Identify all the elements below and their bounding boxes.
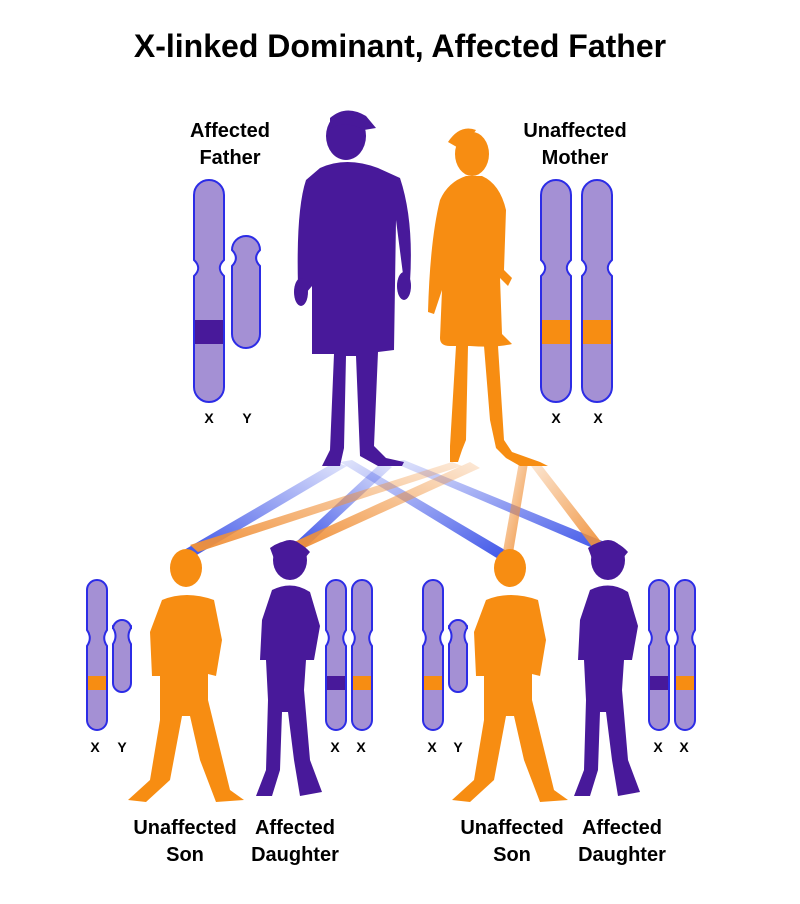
daughter2-label-line2: Daughter: [578, 844, 666, 866]
girl-silhouette-icon: [256, 540, 322, 796]
gene-band: [542, 320, 570, 344]
gene-band: [353, 676, 371, 690]
son2-x-chromosome-icon: [422, 579, 444, 731]
mother-label: Unaffected Mother: [505, 118, 645, 172]
daughter1-label-line1: Affected: [254, 817, 335, 839]
son2-label-line1: Unaffected: [460, 817, 564, 839]
daughter2-x2-chromosome-icon: [674, 579, 696, 731]
mother-x2-chromosome-icon: [581, 179, 613, 403]
father-chromosome-label-y: Y: [242, 410, 252, 426]
daughter2-chromosome-label-x1: X: [653, 739, 663, 755]
woman-silhouette-icon: [428, 128, 548, 466]
father-y-chromosome-icon: [230, 235, 262, 349]
boy-silhouette-icon: [128, 549, 244, 802]
gene-band: [327, 676, 345, 690]
mother-label-line2: Mother: [541, 147, 609, 169]
son1-y-chromosome-icon: [112, 619, 132, 693]
gene-band: [650, 676, 668, 690]
father-chromosome-label-x: X: [204, 410, 214, 426]
son2-label: Unaffected Son: [452, 815, 572, 869]
daughter2-chromosome-label-x2: X: [679, 739, 689, 755]
connector-father-to-daughter1: [294, 462, 392, 548]
connector-mother-to-daughter2: [528, 461, 606, 552]
gene-band: [88, 676, 106, 690]
son2-chromosome-label-x: X: [427, 739, 437, 755]
connector-father-to-son1: [184, 462, 347, 556]
girl-silhouette-icon: [574, 540, 640, 796]
son2-label-line2: Son: [493, 844, 531, 866]
boy-silhouette-icon: [452, 549, 568, 802]
father-label-line1: Affected: [189, 120, 270, 142]
mother-label-line1: Unaffected: [523, 120, 627, 142]
son1-label-line1: Unaffected: [133, 817, 237, 839]
father-label-line2: Father: [199, 147, 261, 169]
mother-x1-chromosome-icon: [540, 179, 572, 403]
daughter1-x2-chromosome-icon: [351, 579, 373, 731]
son1-chromosome-label-x: X: [90, 739, 100, 755]
son1-chromosome-label-y: Y: [117, 739, 127, 755]
daughter2-label: Affected Daughter: [567, 815, 677, 869]
connector-mother-to-son1: [190, 462, 462, 552]
diagram-title: X-linked Dominant, Affected Father: [133, 28, 667, 64]
son1-label: Unaffected Son: [125, 815, 245, 869]
mother-chromosome-label-x2: X: [593, 410, 603, 426]
daughter1-label: Affected Daughter: [240, 815, 350, 869]
connector-mother-to-daughter1: [292, 462, 480, 550]
gene-band: [195, 320, 223, 344]
gene-band: [676, 676, 694, 690]
daughter2-x1-chromosome-icon: [648, 579, 670, 731]
daughter1-x1-chromosome-icon: [325, 579, 347, 731]
man-silhouette-icon: [294, 110, 411, 466]
gene-band: [424, 676, 442, 690]
daughter1-chromosome-label-x1: X: [330, 739, 340, 755]
mother-chromosome-label-x1: X: [551, 410, 561, 426]
father-label: Affected Father: [170, 118, 290, 172]
son2-chromosome-label-y: Y: [453, 739, 463, 755]
father-x-chromosome-icon: [193, 179, 225, 403]
inheritance-connectors: [184, 460, 612, 560]
daughter1-label-line2: Daughter: [251, 844, 339, 866]
chromosomes: [86, 179, 696, 731]
gene-band: [583, 320, 611, 344]
son2-y-chromosome-icon: [448, 619, 468, 693]
son1-x-chromosome-icon: [86, 579, 108, 731]
connector-mother-to-son2: [503, 462, 528, 553]
son1-label-line2: Son: [166, 844, 204, 866]
daughter1-chromosome-label-x2: X: [356, 739, 366, 755]
daughter2-label-line1: Affected: [581, 817, 662, 839]
